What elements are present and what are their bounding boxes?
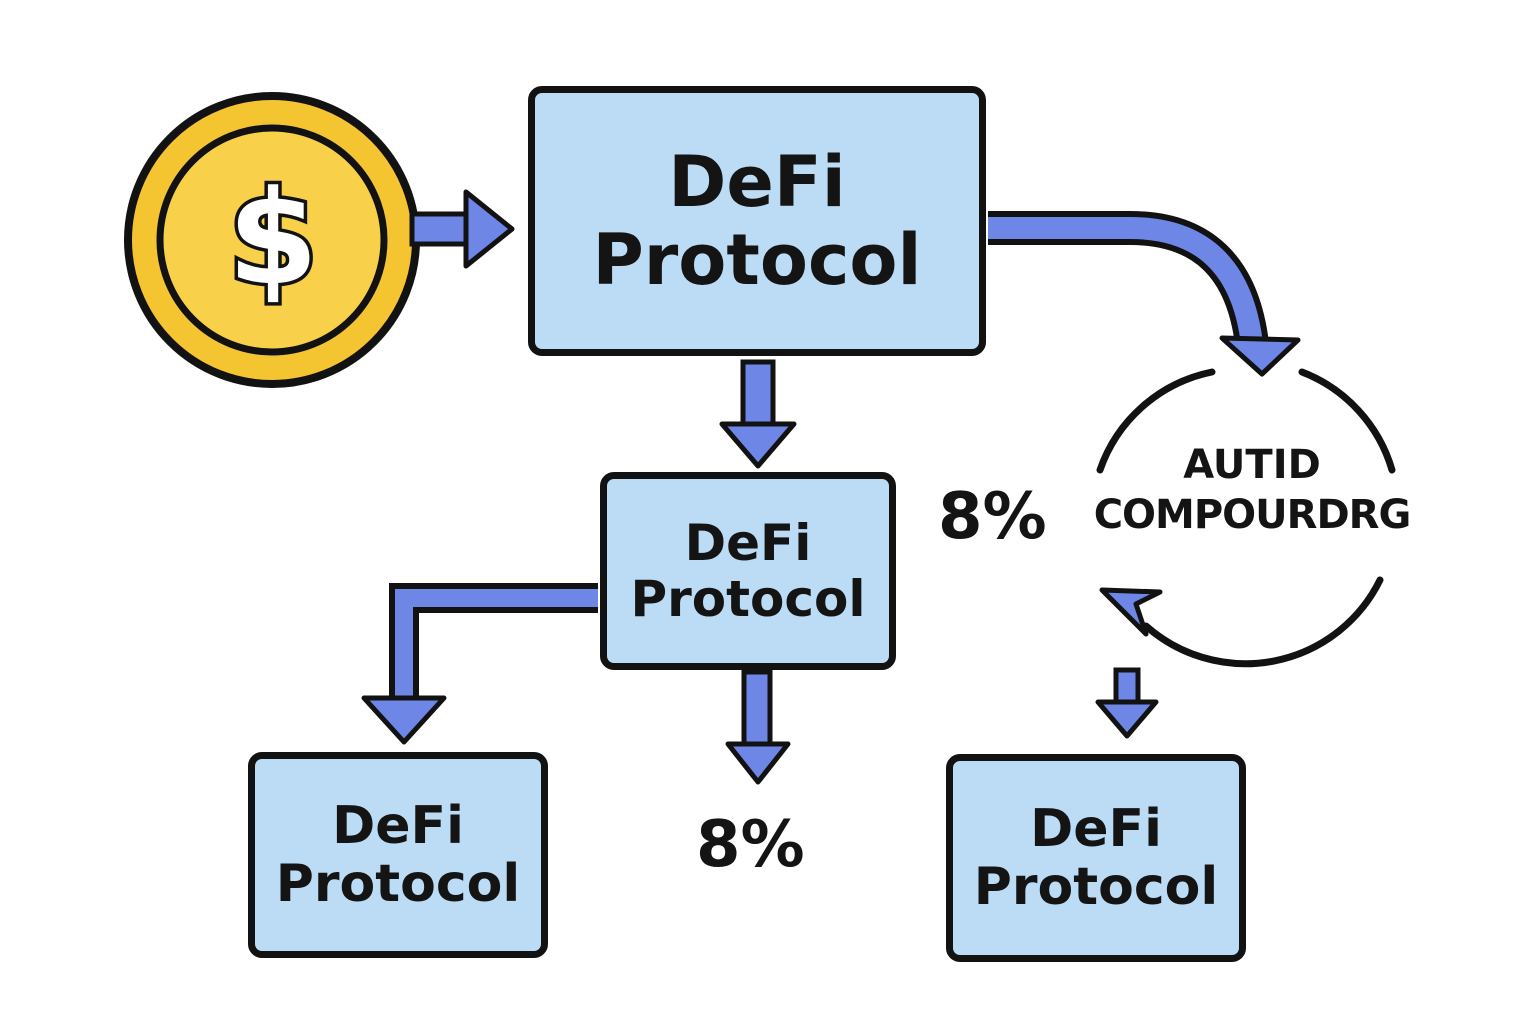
arrow-main-to-middle	[719, 359, 797, 469]
dollar-sign: $	[224, 159, 321, 318]
defi-protocol-main-box: DeFi Protocol	[528, 86, 986, 356]
defi-protocol-bottom-right-box: DeFi Protocol	[946, 754, 1246, 962]
arrow-cycle-to-right	[1095, 667, 1159, 739]
defi-protocol-bottom-left-box: DeFi Protocol	[248, 752, 548, 958]
coin-inner-ring	[156, 124, 388, 356]
dollar-coin-icon	[124, 92, 420, 388]
auto-compounding-label: AUTID COMPOURDRG	[1072, 440, 1432, 540]
box-label-line2: Protocol	[592, 219, 922, 301]
arrow-main-to-cycle	[988, 211, 1301, 377]
cycle-label-line1: AUTID	[1183, 442, 1321, 488]
arrow-middle-to-rate	[725, 669, 791, 785]
box-label-line1: DeFi	[332, 795, 464, 856]
box-label-line2: Protocol	[275, 854, 521, 914]
circular-arrow-icon	[1096, 368, 1396, 668]
rate-label-bottom: 8%	[696, 808, 805, 882]
box-label-line2: Protocol	[973, 857, 1219, 917]
box-label-line1: DeFi	[684, 514, 812, 572]
box-label-line1: DeFi	[1030, 798, 1162, 859]
arrow-middle-to-left	[361, 583, 598, 745]
box-label-line1: DeFi	[668, 140, 846, 223]
rate-label-right: 8%	[938, 480, 1047, 554]
arrow-coin-to-main	[409, 189, 515, 269]
cycle-label-line2: COMPOURDRG	[1093, 492, 1412, 538]
defi-protocol-middle-box: DeFi Protocol	[600, 472, 896, 670]
box-label-line2: Protocol	[630, 570, 866, 628]
